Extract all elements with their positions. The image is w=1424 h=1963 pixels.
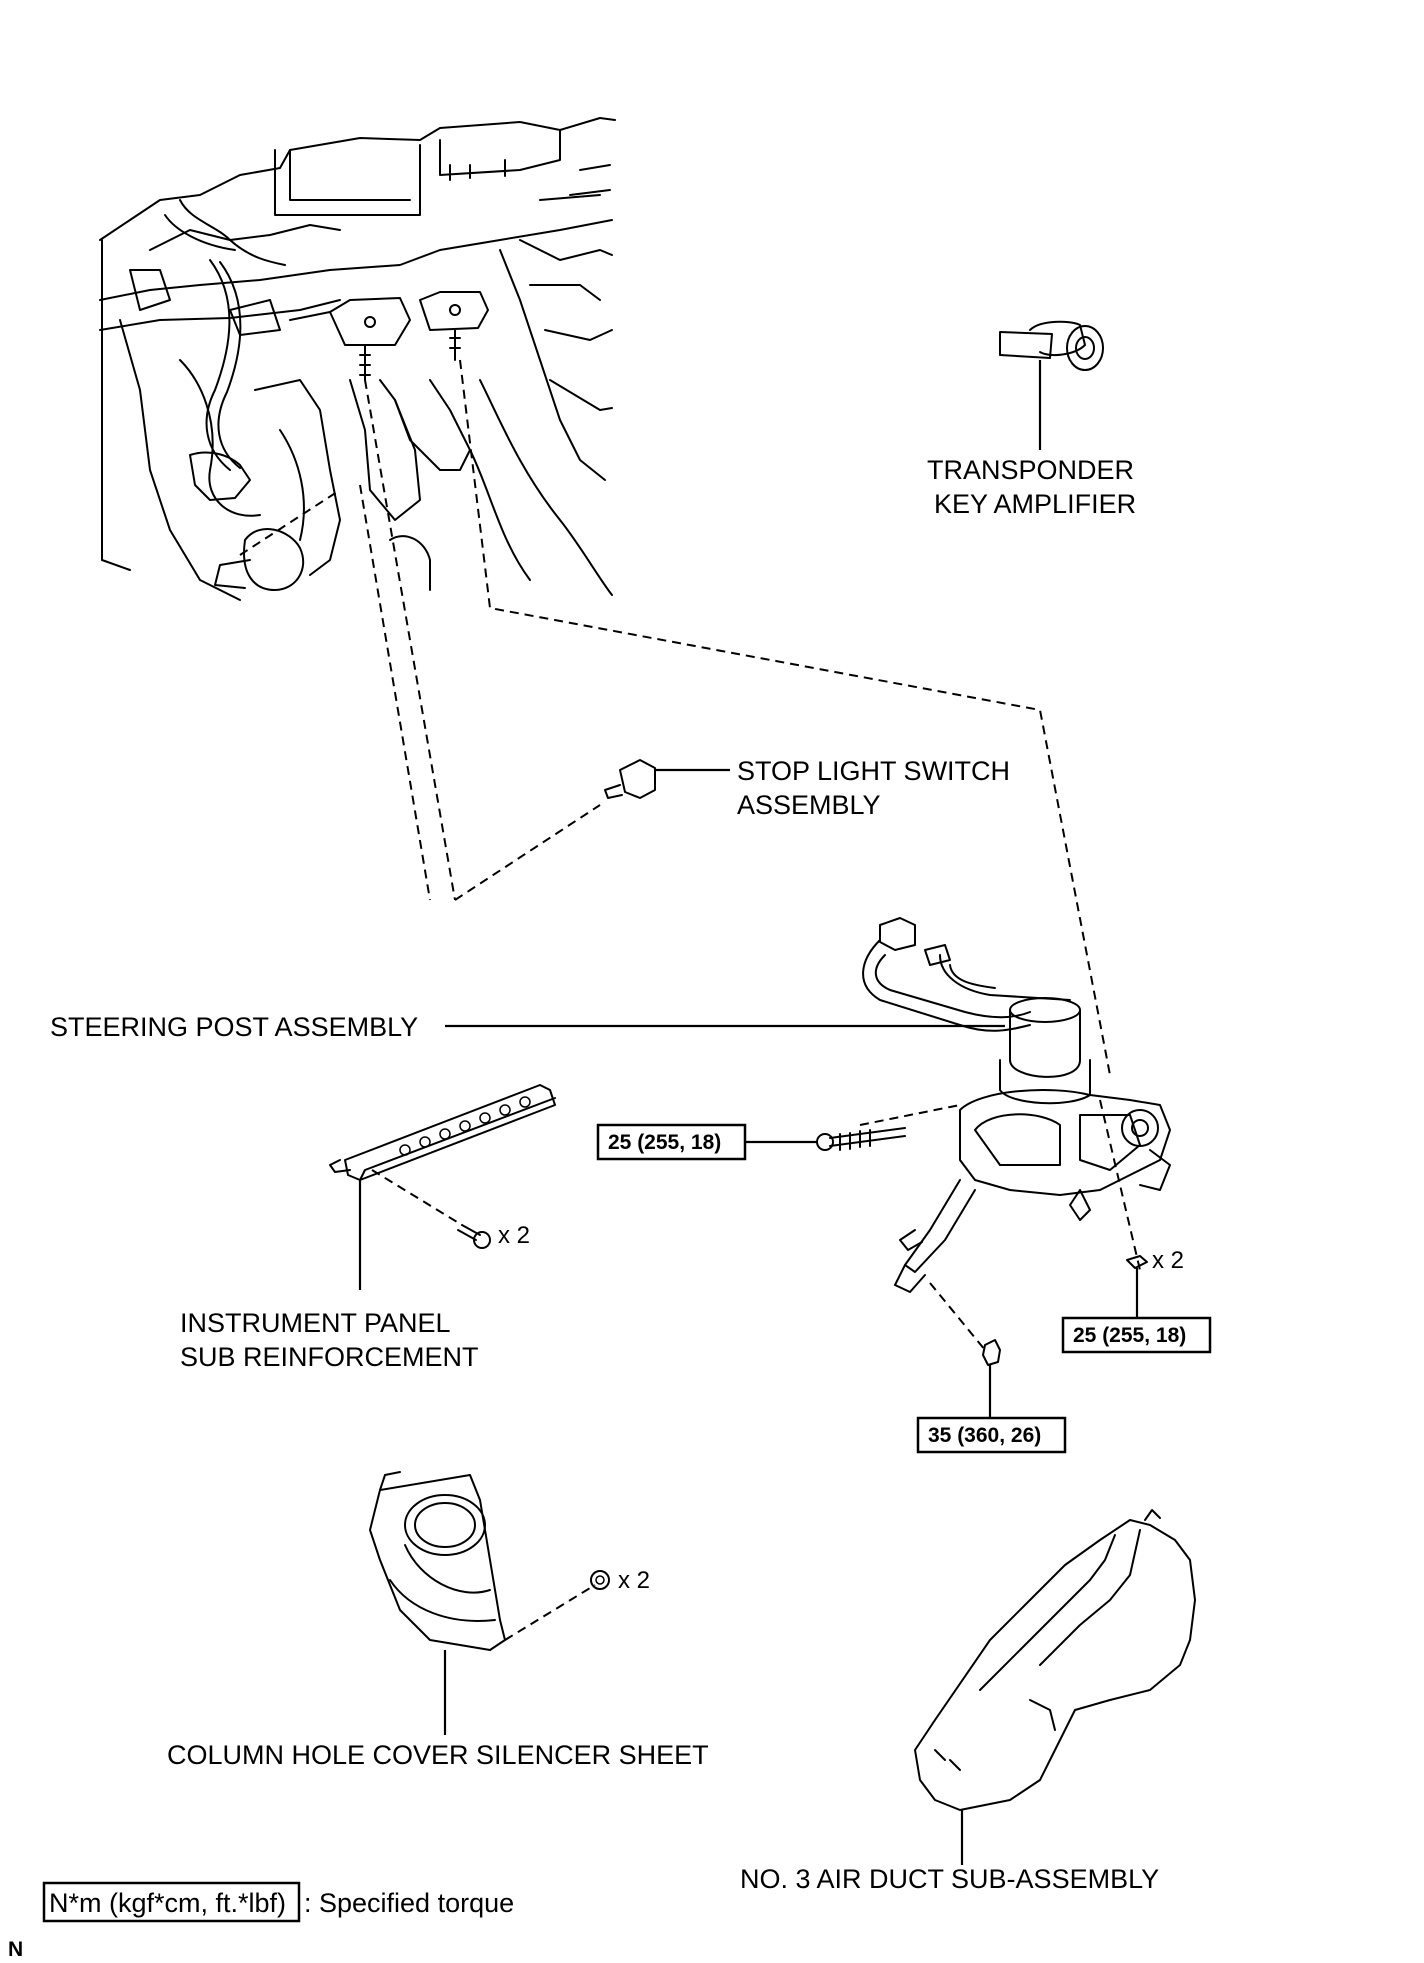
column-hole-cover-part <box>369 1471 610 1735</box>
torque-box-lower-bolt: 35 (360, 26) <box>916 1416 1067 1454</box>
steering-post-assembly-part <box>445 917 1171 1418</box>
steering-post-label: STEERING POST ASSEMBLY <box>50 1012 418 1042</box>
corner-mark: N <box>8 1938 23 1961</box>
post-bolts-quantity: x 2 <box>1152 1247 1184 1274</box>
stop-light-label-line2: ASSEMBLY <box>737 790 881 820</box>
legend-box-text: N*m (kgf*cm, ft.*lbf) <box>49 1888 286 1918</box>
transponder-label-line2: KEY AMPLIFIER <box>934 489 1136 519</box>
legend-description: : Specified torque <box>304 1888 514 1918</box>
dashboard-pedal-illustration <box>99 117 616 601</box>
torque-value-steering-bolt: 25 (255, 18) <box>608 1131 721 1154</box>
air-duct-part <box>914 1509 1196 1865</box>
instrument-panel-reinforcement-part <box>329 1084 556 1290</box>
torque-legend: N*m (kgf*cm, ft.*lbf) : Specified torque <box>42 1881 514 1923</box>
assembly-guide-lines <box>239 359 1141 1641</box>
torque-value-right-bolt: 25 (255, 18) <box>1073 1324 1186 1347</box>
stop-light-label-line1: STOP LIGHT SWITCH <box>737 756 1010 786</box>
reinforcement-bolts-quantity: x 2 <box>498 1222 530 1249</box>
transponder-label-line1: TRANSPONDER <box>927 455 1134 485</box>
torque-box-steering-bolt: 25 (255, 18) <box>596 1123 747 1161</box>
instrument-panel-label-line2: SUB REINFORCEMENT <box>180 1342 479 1372</box>
transponder-key-amplifier-part <box>999 320 1104 450</box>
cover-nuts-quantity: x 2 <box>618 1567 650 1594</box>
torque-value-lower-bolt: 35 (360, 26) <box>928 1424 1041 1447</box>
air-duct-label: NO. 3 AIR DUCT SUB-ASSEMBLY <box>740 1864 1159 1894</box>
column-hole-cover-label: COLUMN HOLE COVER SILENCER SHEET <box>167 1740 709 1770</box>
stop-light-switch-part <box>604 759 730 799</box>
torque-box-right-bolt: 25 (255, 18) <box>1061 1316 1212 1354</box>
instrument-panel-label-line1: INSTRUMENT PANEL <box>180 1308 451 1338</box>
